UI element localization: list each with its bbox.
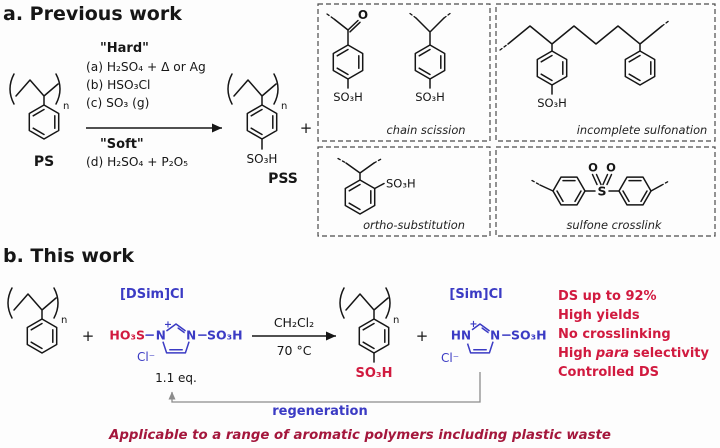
bonds [333,17,445,89]
caption-incomplete-sulfonation: incomplete sulfonation [577,123,708,137]
highlight-crosslinking: No crosslinking [558,327,671,342]
cut-bonds [531,179,670,187]
cut-bonds [326,12,451,20]
ps-unit [8,288,67,353]
phenyl-ring [618,176,652,206]
oxygen-label: O [588,161,598,175]
byproduct-box-ortho-substitution [317,146,491,237]
reaction-conditions-a: "Hard" (a) H₂SO₄ + Δ or Ag (b) HSO₃Cl (c… [86,41,222,169]
ps-structure-a: PS [10,74,69,170]
atom-mask [184,328,199,343]
simcl-name: [Sim]Cl [449,287,502,302]
highlight-ds: DS up to 92% [558,289,657,304]
condition-b: (b) HSO₃Cl [86,78,150,92]
positive-charge: + [470,319,478,330]
so3h-label: SO₃H [247,152,278,166]
imidazolium-ring [464,323,511,354]
footer-note: Applicable to a range of aromatic polyme… [108,428,611,443]
chloride-counterion: Cl⁻ [137,350,155,364]
dsimcl-name: [DSim]Cl [120,287,184,302]
so3h-label: SO₃H [537,96,567,110]
temperature-label: 70 °C [277,343,312,358]
positive-charge: + [164,320,172,331]
nitrogen-right: N [186,328,196,342]
simcl-structure: HN + N SO₃H Cl⁻ [441,319,547,365]
section-a-title: a. Previous work [3,3,182,25]
sulfone-crosslink-structure: S O O sulfone crosslink [531,161,670,232]
pss-label: PSS [268,171,298,187]
chloride-counterion: Cl⁻ [441,351,459,365]
cut-bonds [337,157,383,164]
condition-a: (a) H₂SO₄ + Δ or Ag [86,60,206,74]
carbonyl-double-bond [347,19,361,33]
ho3s-label: HO₃S [109,327,145,342]
imidazolium-ring [145,323,207,354]
hard-label: "Hard" [100,41,149,56]
pss-unit [340,288,399,353]
plus-sign-b1: + [82,327,95,345]
ps-structure-b [8,288,67,353]
highlight-controlled-ds: Controlled DS [558,365,659,380]
plus-sign-b2: + [416,327,429,345]
soft-label: "Soft" [100,137,144,152]
condition-c: (c) SO₃ (g) [86,96,149,110]
so3h-label: SO₃H [415,90,445,104]
bonds [345,162,385,190]
atom-mask [488,328,503,343]
sulfone-double-bonds [591,173,613,186]
ortho-substitution-structure: SO₃H ortho-substitution [337,157,465,232]
phenyl-ring [414,44,446,80]
ps-label: PS [34,154,54,170]
phenyl-ring [332,44,364,80]
condition-d: (d) H₂SO₄ + P₂O₅ [86,155,188,169]
regeneration-label: regeneration [272,404,367,419]
byproduct-box-sulfone-crosslink [495,146,716,237]
phenyl-ring [624,50,656,86]
cut-bonds [499,19,671,51]
caption-chain-scission: chain scission [386,123,465,137]
highlights-list: DS up to 92% High yields No crosslinking… [558,289,710,380]
so3h-label: SO₃H [386,177,416,191]
chain-scission-structures: O SO₃H SO₃H chain scission [326,8,466,137]
pss-unit [228,74,287,139]
oxygen-label: O [606,161,616,175]
pss-structure-a: SO₃H PSS [228,74,298,187]
so3h-label: SO₃H [511,327,547,342]
phenyl-ring [536,50,568,86]
sulfur-label: S [597,184,606,199]
atom-mask [153,328,168,343]
hn-label: HN [451,328,471,342]
atom-mask [455,326,474,345]
phenyl-ring [552,176,586,206]
bonds [539,184,662,192]
dsimcl-structure: N + N HO₃S SO₃H Cl⁻ [109,320,242,365]
ps-unit [10,74,69,139]
plus-sign-a: + [300,119,313,137]
nitrogen-right: N [490,328,500,342]
so3h-label: SO₃H [333,90,363,104]
so3h-label: SO₃H [207,327,243,342]
equivalents-label: 1.1 eq. [155,371,197,385]
byproduct-box-chain-scission [317,3,491,142]
bonds [507,25,663,95]
pss-structure-b: SO₃H [340,288,399,381]
phenyl-ring [344,179,376,215]
section-b-title: b. This work [3,245,134,267]
caption-ortho-substitution: ortho-substitution [363,218,465,232]
incomplete-sulfonation-structure: SO₃H incomplete sulfonation [499,19,708,137]
caption-sulfone-crosslink: sulfone crosslink [566,218,661,232]
nitrogen-left: N [156,328,166,342]
oxygen-label: O [358,8,368,22]
highlight-yields: High yields [558,308,640,323]
byproduct-box-incomplete-sulfonation [495,3,716,142]
regeneration-arrow [168,372,481,403]
solvent-label: CH₂Cl₂ [274,315,314,330]
so3h-product-label: SO₃H [356,366,393,381]
